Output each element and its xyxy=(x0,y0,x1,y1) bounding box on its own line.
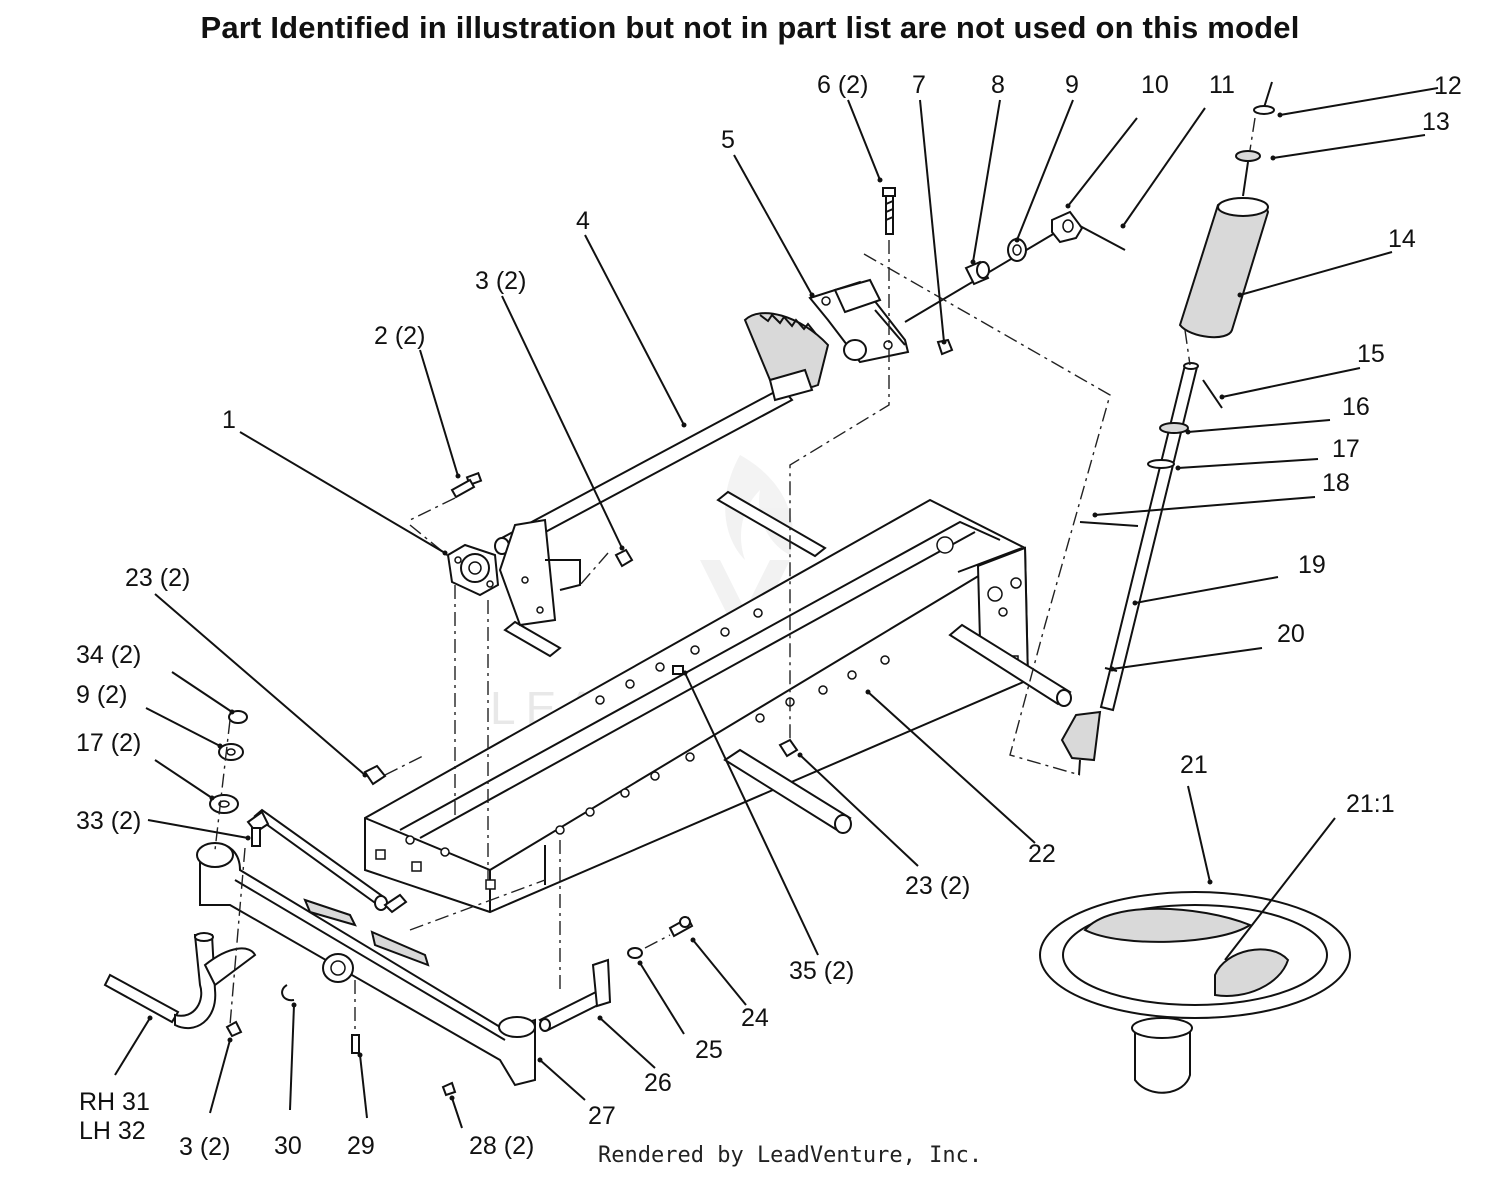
callout-22: 22 xyxy=(1028,840,1056,868)
washer-9-part xyxy=(1007,238,1027,262)
callout-31: RH 31 xyxy=(79,1088,150,1116)
callout-21: 21 xyxy=(1180,751,1208,779)
callout-2: 2 (2) xyxy=(374,322,425,350)
frame-cross-tubes xyxy=(503,490,1072,834)
leader-dots xyxy=(147,112,1283,1101)
callout-3-lower: 3 (2) xyxy=(179,1133,230,1161)
callout-28: 28 (2) xyxy=(469,1132,534,1160)
callout-16: 16 xyxy=(1342,393,1370,421)
bushing-35-part xyxy=(672,665,684,675)
spindle-part xyxy=(103,932,257,1030)
callout-35: 35 (2) xyxy=(789,957,854,985)
callout-29: 29 xyxy=(347,1132,375,1160)
callout-19: 19 xyxy=(1298,551,1326,579)
roll-pin-15-part xyxy=(1202,379,1223,409)
callout-9-lower: 9 (2) xyxy=(76,681,127,709)
callout-14: 14 xyxy=(1388,225,1416,253)
callout-15: 15 xyxy=(1357,340,1385,368)
callout-12: 12 xyxy=(1434,72,1462,100)
castle-nut-10-part xyxy=(1051,210,1084,244)
washers-34-9-17-part xyxy=(209,710,248,814)
callout-32: LH 32 xyxy=(79,1117,146,1145)
callout-27: 27 xyxy=(588,1102,616,1130)
callout-20: 20 xyxy=(1277,620,1305,648)
bolt-2-part xyxy=(450,471,483,499)
callout-labels: 1 2 (2) 3 (2) 4 5 6 (2) 7 8 9 10 11 12 1… xyxy=(76,71,1462,1161)
front-axle-part xyxy=(196,842,536,1087)
nut-3-part xyxy=(614,548,634,568)
steering-column-part xyxy=(1060,81,1275,776)
callout-17: 17 xyxy=(1332,435,1360,463)
spacer-8-part xyxy=(964,260,990,286)
callout-13: 13 xyxy=(1422,108,1450,136)
bolt-6-part xyxy=(882,187,896,235)
footer-credit: Rendered by LeadVenture, Inc. xyxy=(598,1143,983,1168)
grease-fitting-29-part xyxy=(351,1034,360,1054)
callout-25: 25 xyxy=(695,1036,723,1064)
bolt-24-part xyxy=(668,916,694,938)
bolt-18-part xyxy=(1079,521,1139,527)
callout-18: 18 xyxy=(1322,469,1350,497)
nut-3b-part xyxy=(225,1020,243,1038)
steering-bracket-part xyxy=(808,278,910,364)
leader-lines xyxy=(114,87,1439,1129)
page-title: Part Identified in illustration but not … xyxy=(200,10,1300,45)
nut-28-part xyxy=(441,1081,457,1097)
e-clip-30-part xyxy=(281,984,295,1002)
grease-fitting-33-part xyxy=(251,827,261,847)
callout-5: 5 xyxy=(721,126,735,154)
callout-24: 24 xyxy=(741,1004,769,1032)
callout-7: 7 xyxy=(912,71,926,99)
callout-17-lower: 17 (2) xyxy=(76,729,141,757)
callout-6: 6 (2) xyxy=(817,71,868,99)
callout-34: 34 (2) xyxy=(76,641,141,669)
callout-30: 30 xyxy=(274,1132,302,1160)
callout-8: 8 xyxy=(991,71,1005,99)
callout-3-upper: 3 (2) xyxy=(475,267,526,295)
callout-10: 10 xyxy=(1141,71,1169,99)
callout-1: 1 xyxy=(222,406,236,434)
cotter-pin-11-part xyxy=(1079,225,1126,251)
washer-25-part xyxy=(627,947,643,959)
pivot-bolt-part xyxy=(383,893,408,914)
nut-23-part xyxy=(363,738,799,786)
steering-wheel-part xyxy=(1039,891,1351,1094)
flange-bearing-1-part xyxy=(446,543,500,597)
steering-shaft-part xyxy=(494,312,830,627)
callout-9: 9 xyxy=(1065,71,1079,99)
pivot-pin-26-part xyxy=(538,958,612,1032)
callout-4: 4 xyxy=(576,207,590,235)
callout-23-left: 23 (2) xyxy=(125,564,190,592)
callout-33: 33 (2) xyxy=(76,807,141,835)
alignment-lines xyxy=(214,117,1256,1035)
callout-23-right: 23 (2) xyxy=(905,872,970,900)
callout-26: 26 xyxy=(644,1069,672,1097)
callout-21-1: 21:1 xyxy=(1346,790,1395,818)
callout-11: 11 xyxy=(1209,71,1235,99)
